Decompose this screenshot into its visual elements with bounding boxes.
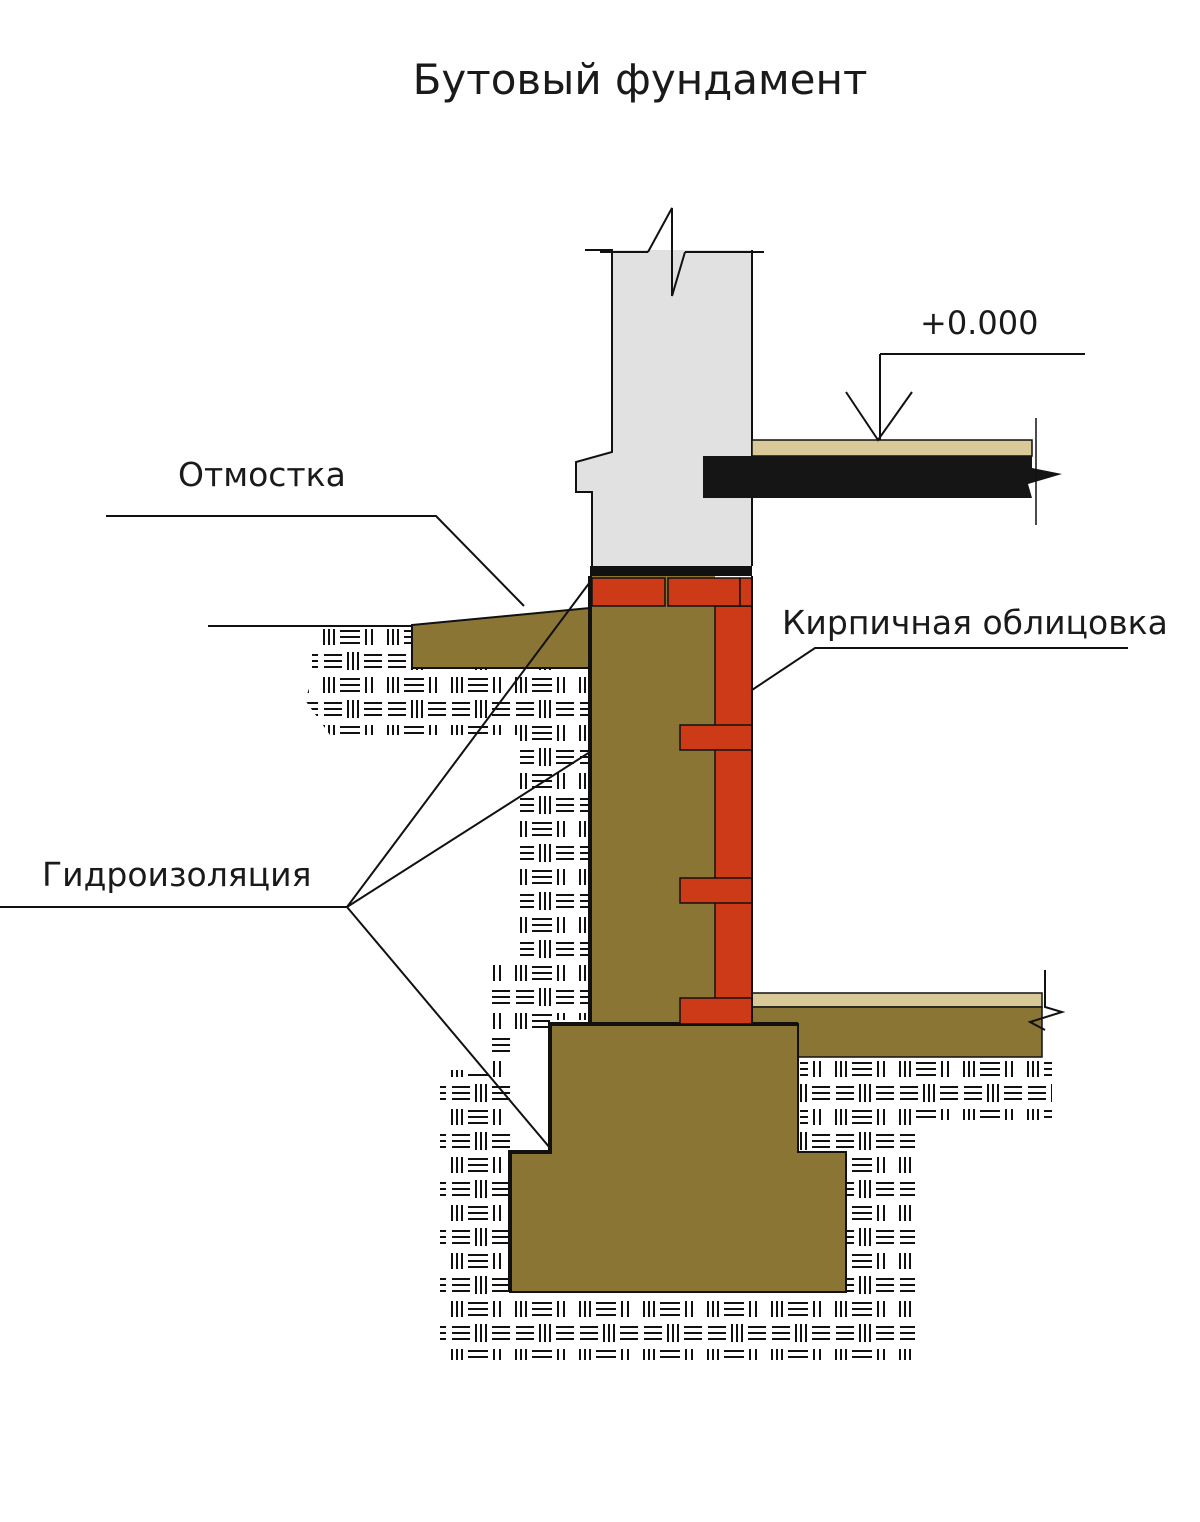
wall-break-mark [647, 207, 686, 297]
brick-facing-leader [751, 647, 1128, 691]
wall-outline-left [575, 249, 613, 566]
soil-hatch [305, 625, 1052, 1360]
waterproofing-leader [0, 581, 591, 1149]
floor-finish-upper [751, 439, 1033, 457]
floor-break-mark [1027, 970, 1066, 1031]
waterproofing-layer [508, 576, 592, 1292]
rubble-footing [510, 1152, 846, 1292]
diagram-title: Бутовый фундамент [413, 55, 868, 104]
elevation-label: +0.000 [920, 304, 1038, 342]
wall-upper [576, 250, 752, 566]
wall-waterproofing [590, 566, 752, 576]
blind-area-leader [106, 515, 525, 607]
rubble-wall [590, 576, 715, 1024]
floor-finish-lower [751, 992, 1043, 1008]
elevation-mark [845, 353, 1085, 442]
floor-base [751, 1006, 1043, 1058]
brick-facing-label: Кирпичная облицовка [782, 603, 1168, 642]
rubble-step [550, 1024, 798, 1154]
floor-slab [703, 456, 1062, 498]
waterproofing-label: Гидроизоляция [42, 855, 311, 894]
blind-area-label: Отмостка [178, 455, 346, 494]
